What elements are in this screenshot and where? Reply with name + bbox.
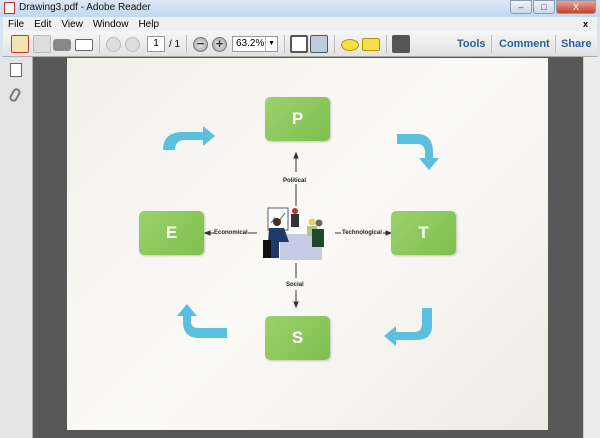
vertical-scrollbar[interactable] [583, 57, 600, 438]
menu-bar: File Edit View Window Help x [3, 17, 597, 31]
box-social: S [265, 316, 330, 360]
arrow-t-to-s [384, 308, 432, 346]
pdf-icon [4, 2, 15, 14]
page-number-input[interactable]: 1 [147, 36, 165, 52]
pages-icon[interactable] [10, 63, 22, 77]
arrow-e-to-p [163, 126, 215, 150]
diagram-lines [163, 126, 439, 346]
close-document-button[interactable]: x [582, 19, 588, 29]
minimize-button[interactable]: – [510, 0, 532, 14]
navigation-panel [0, 57, 33, 438]
print-icon[interactable] [53, 39, 71, 51]
zoom-select[interactable]: 63.2%▼ [232, 36, 278, 52]
title-bar: Drawing3.pdf - Adobe Reader – □ X [0, 0, 600, 17]
save-icon[interactable] [33, 35, 51, 53]
share-button[interactable]: Share [561, 38, 592, 50]
zoom-in-button[interactable]: + [212, 37, 227, 52]
meeting-illustration [263, 207, 324, 260]
previous-page-icon[interactable] [106, 37, 121, 52]
close-button[interactable]: X [556, 0, 596, 14]
menu-file[interactable]: File [8, 18, 25, 30]
menu-view[interactable]: View [61, 18, 83, 30]
create-pdf-icon[interactable] [11, 35, 29, 53]
pdf-page: P E T S Political Economical Technologic… [67, 58, 548, 430]
toolbar: 1 / 1 − + 63.2%▼ Tools Comment Share [3, 31, 597, 57]
arrow-s-to-e [177, 304, 227, 338]
label-political: Political [283, 178, 307, 184]
zoom-out-button[interactable]: − [193, 37, 208, 52]
label-economical: Economical [214, 230, 248, 236]
chevron-down-icon[interactable]: ▼ [265, 37, 277, 51]
email-icon[interactable] [75, 39, 93, 51]
fit-page-icon[interactable] [290, 35, 308, 53]
menu-window[interactable]: Window [92, 18, 129, 30]
page-total: / 1 [169, 39, 181, 50]
maximize-button[interactable]: □ [533, 0, 555, 14]
full-screen-icon[interactable] [392, 35, 410, 53]
menu-edit[interactable]: Edit [34, 18, 52, 30]
menu-help[interactable]: Help [138, 18, 160, 30]
zoom-value: 63.2% [236, 38, 265, 49]
fit-width-icon[interactable] [310, 35, 328, 53]
next-page-icon[interactable] [125, 37, 140, 52]
attachments-icon[interactable] [8, 86, 22, 104]
label-technological: Technological [342, 230, 382, 236]
cycle-arrows [163, 126, 439, 346]
box-economical: E [139, 211, 204, 255]
highlight-icon[interactable] [362, 38, 380, 51]
sticky-note-icon[interactable] [341, 39, 359, 51]
box-political: P [265, 97, 330, 141]
arrow-p-to-t [397, 134, 439, 170]
comment-button[interactable]: Comment [499, 38, 550, 50]
label-social: Social [286, 282, 304, 288]
tools-button[interactable]: Tools [457, 38, 486, 50]
window-title: Drawing3.pdf - Adobe Reader [19, 2, 151, 13]
box-technological: T [391, 211, 456, 255]
